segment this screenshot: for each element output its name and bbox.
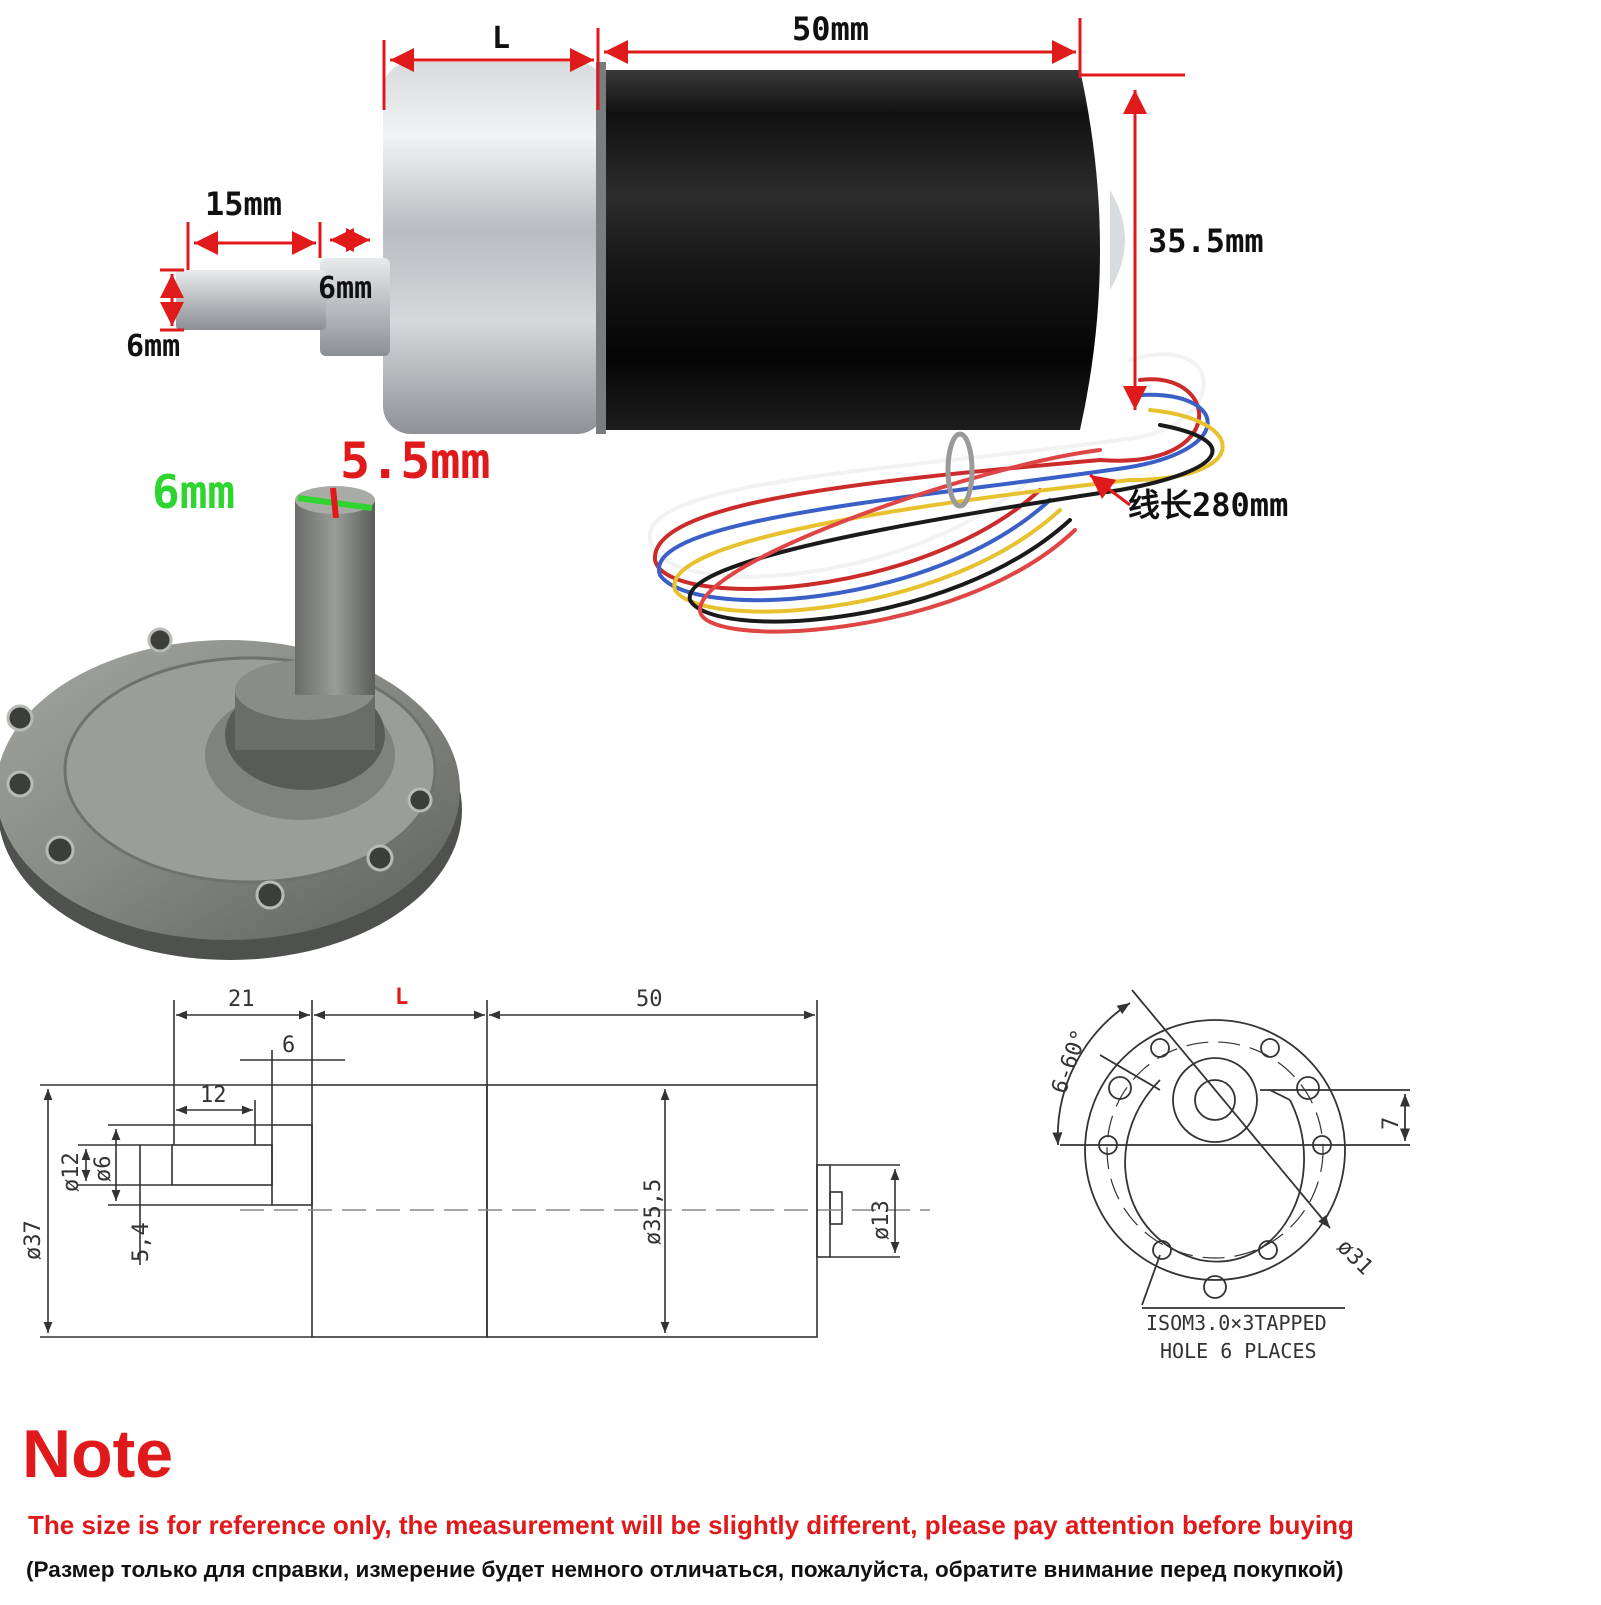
label-shaft-diameter: 6mm: [126, 329, 180, 364]
dim-phi6: ø6: [91, 1156, 116, 1183]
dim-7: 7: [1379, 1117, 1404, 1130]
shaft-boss: [320, 258, 390, 356]
hole-note-line-1: ISOM3.0×3TAPPED: [1146, 1311, 1327, 1335]
dim-5-4: 5,4: [129, 1222, 154, 1262]
label-motor-length: 50mm: [792, 10, 869, 48]
wire-band: [945, 431, 975, 509]
front-view-labels: 6-60° 7 ø31 ISOM3.0×3TAPPED HOLE 6 PLACE…: [1047, 1026, 1404, 1363]
motor-photo: [176, 62, 1225, 634]
dim-angle: 6-60°: [1047, 1026, 1093, 1097]
d-shaft: [295, 500, 375, 695]
motor-body: [600, 70, 1100, 430]
photo-dimensions: [160, 18, 1185, 507]
label-shaft-length: 15mm: [205, 185, 282, 223]
output-shaft: [176, 270, 326, 330]
dim-6: 6: [282, 1033, 295, 1058]
dim-phi13: ø13: [869, 1200, 894, 1240]
note-english: The size is for reference only, the meas…: [28, 1510, 1354, 1540]
dim-phi31: ø31: [1332, 1235, 1378, 1281]
dim-12: 12: [200, 1083, 227, 1108]
label-gearbox-length: L: [492, 21, 510, 56]
rear-bearing: [1110, 190, 1125, 290]
dim-phi12: ø12: [59, 1152, 84, 1192]
front-view-drawing: [1052, 989, 1411, 1309]
label-flat-depth: 5.5mm: [340, 432, 491, 490]
label-motor-diameter: 35.5mm: [1148, 222, 1264, 260]
side-view-drawing: [40, 1000, 930, 1338]
label-wire-length: 线长280mm: [1128, 486, 1288, 524]
dim-gearbox-L: L: [395, 985, 408, 1010]
flat-depth-mark: [330, 487, 339, 519]
hole-note-line-2: HOLE 6 PLACES: [1160, 1339, 1317, 1363]
label-flat-width: 6mm: [152, 465, 235, 519]
side-view-labels: 21 L 50 6 12 ø37 ø12 ø6 5,4 ø35,5 ø13: [21, 985, 894, 1262]
label-shaft-boss: 6mm: [318, 271, 372, 306]
dim-21: 21: [228, 987, 255, 1012]
dim-phi37: ø37: [21, 1220, 46, 1260]
photo-labels: L 50mm 35.5mm 15mm 6mm 6mm 线长280mm: [126, 10, 1288, 524]
dim-phi35-5: ø35,5: [641, 1179, 666, 1245]
dim-50: 50: [636, 987, 663, 1012]
note-russian: (Размер только для справки, измерение бу…: [26, 1557, 1344, 1582]
note-title: Note: [22, 1416, 174, 1492]
flange-photo: [0, 486, 462, 960]
gearbox-body: [383, 62, 605, 434]
